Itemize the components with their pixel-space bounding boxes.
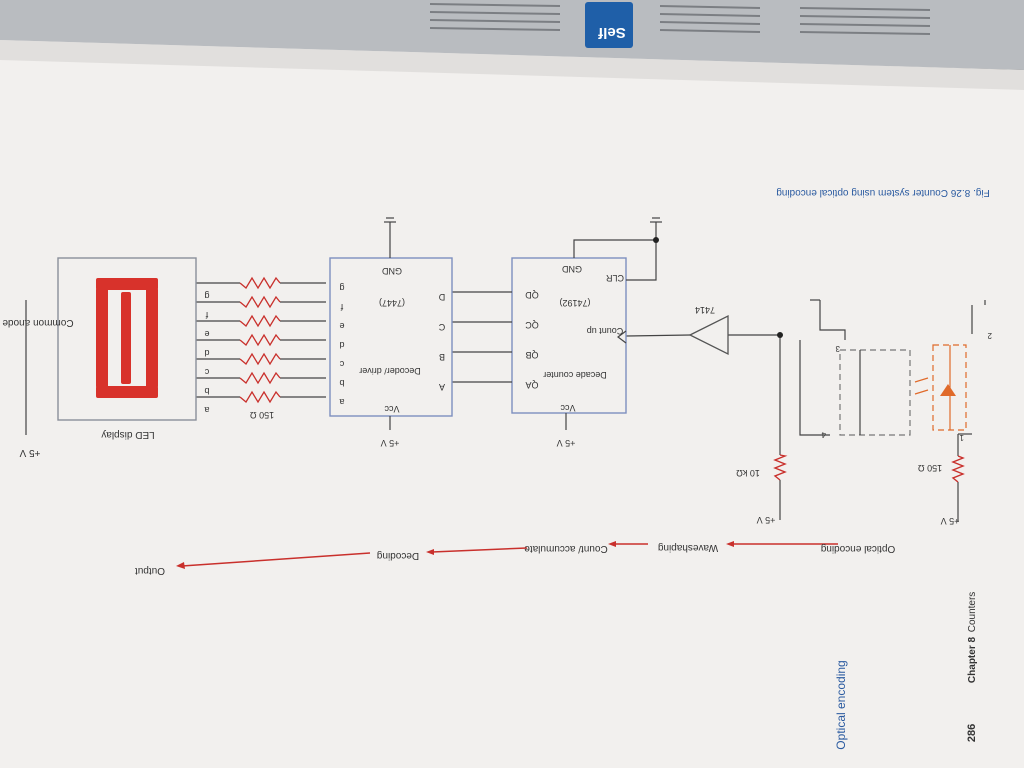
counter-output-qa: QA <box>525 380 538 390</box>
counter-count-label: Count up <box>587 326 624 336</box>
pullup-supply-label: +5 V <box>757 515 776 525</box>
self-badge <box>585 2 633 48</box>
counter-gnd: GND <box>562 264 583 274</box>
led-display-title: LED display <box>101 429 154 440</box>
figure-caption: Fig. 8.26 Counter system using optical e… <box>776 187 989 198</box>
decoder-part: (7447) <box>379 298 405 308</box>
segment-upper-right <box>124 278 158 290</box>
bcd-bus <box>452 291 512 383</box>
decoder-output-b: b <box>339 378 344 388</box>
page-shadow <box>0 40 1024 90</box>
encoder-wiring <box>728 299 986 522</box>
schmitt-label: 7414 <box>695 305 715 315</box>
pullup-resistor-label: 10 kΩ <box>736 468 760 478</box>
encoder-pin-3: 3 <box>835 344 840 353</box>
display-pin-g: g <box>204 291 209 301</box>
counter-chip <box>511 257 627 414</box>
decoder-supply-wiring <box>384 217 396 430</box>
display-pin-c: c <box>204 367 209 377</box>
display-pin-a: a <box>204 405 209 415</box>
encoder-pin-2: 2 <box>987 331 992 340</box>
decoder-supply: +5 V <box>381 438 400 448</box>
segment-resistor-label: 150 Ω <box>250 410 275 420</box>
encoder-pin-1: 1 <box>959 433 964 442</box>
decoder-gnd: GND <box>382 266 403 276</box>
facing-page-text-lines <box>429 3 931 35</box>
self-badge-text: Self <box>597 24 626 41</box>
counter-clock-input-icon <box>617 330 627 344</box>
block-stage-decoding: Decoding <box>377 550 419 561</box>
schmitt-trigger-icon <box>688 314 729 356</box>
decoder-output-e: e <box>339 321 344 331</box>
decoder-input-d: D <box>438 292 445 302</box>
page-number: 286 <box>966 724 978 742</box>
decoder-input-a: A <box>439 382 445 392</box>
counter-output-qd: QD <box>525 290 539 300</box>
encoder-supply-resistor <box>951 455 965 483</box>
chapter-label: Chapter 8 <box>967 637 978 684</box>
counter-supply: +5 V <box>557 438 576 448</box>
display-supply: +5 V <box>19 447 40 458</box>
decoder-output-d: d <box>339 340 344 350</box>
display-pin-f: f <box>205 310 208 320</box>
segment-lower-left <box>96 386 128 398</box>
counter-part: (74192) <box>559 298 590 308</box>
segment-top <box>146 288 158 388</box>
facing-page <box>0 0 1024 70</box>
decoder-input-b: B <box>439 352 445 362</box>
clr-junction-dot <box>653 237 659 243</box>
section-heading: Optical encoding <box>834 660 848 749</box>
decoder-input-c: C <box>438 322 445 332</box>
segment-lower-right <box>96 278 128 290</box>
seven-segment-digit <box>96 278 158 398</box>
display-pin-b: b <box>204 386 209 396</box>
led-emitter-icon <box>940 384 956 396</box>
segment-bottom <box>96 288 108 388</box>
decoder-output-labels: a b c d e f g <box>339 283 344 407</box>
led-display-pin-labels: a b c d e f g <box>204 291 209 415</box>
pullup-resistor <box>773 454 788 481</box>
block-stage-count: Count/ accumulate <box>524 543 608 554</box>
segment-upper-left <box>124 386 158 398</box>
photo-rays <box>914 377 929 395</box>
segment-resistor-bank <box>196 276 326 404</box>
display-pin-e: e <box>204 329 209 339</box>
led-common-anode: Common anode <box>2 317 74 328</box>
segment-middle <box>121 292 131 384</box>
display-pin-d: d <box>204 348 209 358</box>
decoder-output-g: g <box>339 283 344 293</box>
counter-vcc: Vcc <box>560 403 576 413</box>
counter-clr: CLR <box>606 273 625 283</box>
block-stage-waveshaping: Waveshaping <box>658 542 718 553</box>
decoder-output-f: f <box>340 302 343 312</box>
decoder-chip <box>329 257 453 417</box>
encoder-supply-label: +5 V <box>941 516 960 526</box>
junction-dot <box>777 332 783 338</box>
counter-title: Decade counter <box>543 370 607 380</box>
schmitt-output-wire <box>625 334 691 337</box>
led-display-package <box>57 257 197 421</box>
decoder-output-c: c <box>339 359 344 369</box>
encoder-pin-4: 4 <box>821 430 826 439</box>
decoder-vcc: Vcc <box>384 404 400 414</box>
decoder-title: Decoder/ driver <box>359 366 421 376</box>
counter-output-qc: QC <box>525 320 539 330</box>
block-stage-optical: Optical encoding <box>821 543 896 554</box>
chapter-title: Counters <box>967 592 978 633</box>
block-stage-output: Output <box>135 565 165 576</box>
decoder-output-a: a <box>339 397 344 407</box>
counter-output-qb: QB <box>525 350 538 360</box>
block-diagram <box>176 541 838 569</box>
encoder-resistor-label: 150 Ω <box>918 463 943 473</box>
